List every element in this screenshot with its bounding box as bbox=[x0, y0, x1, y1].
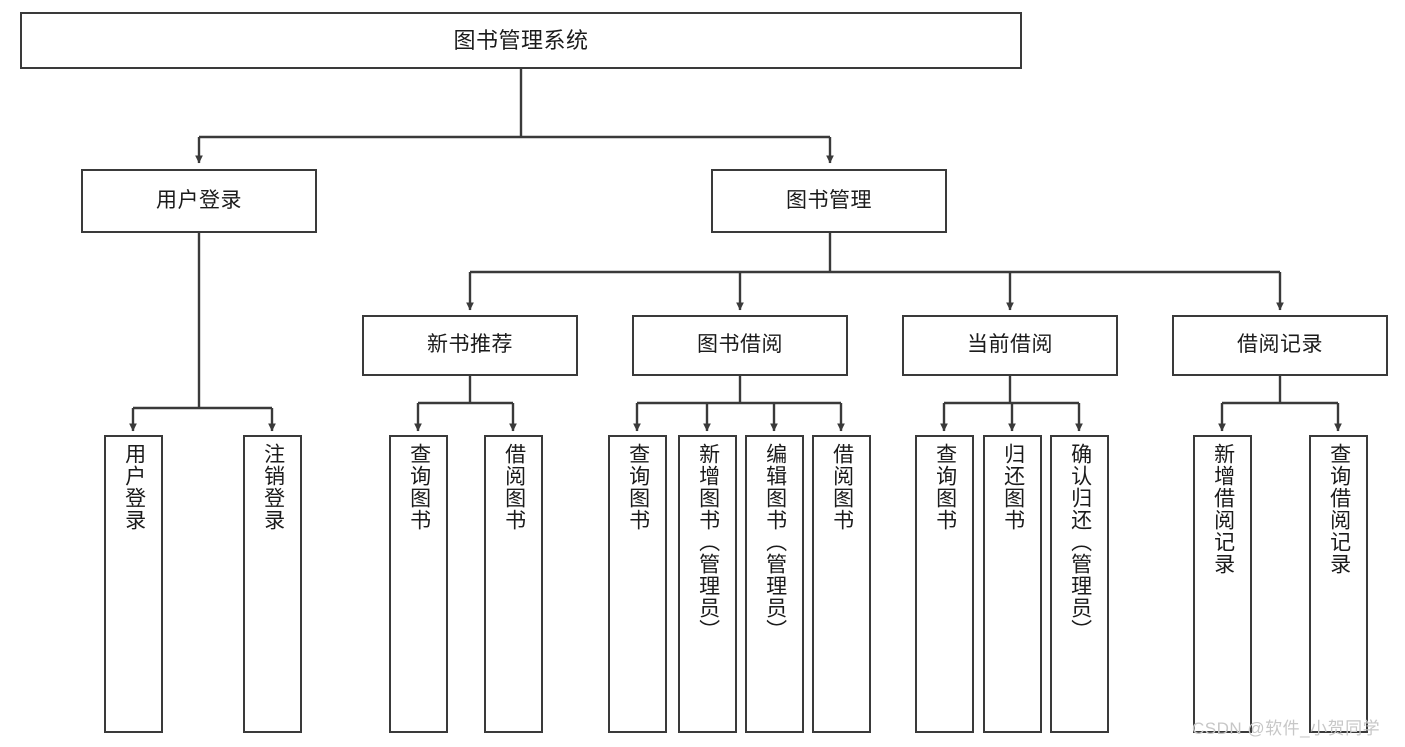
leaf-edit-book-admin[interactable]: 编辑图书（管理员） bbox=[745, 435, 804, 733]
leaf-return-book[interactable]: 归还图书 bbox=[983, 435, 1042, 733]
node-label: 查询图书 bbox=[407, 443, 431, 531]
leaf-add-borrow-record[interactable]: 新增借阅记录 bbox=[1193, 435, 1252, 733]
node-label: 借阅图书 bbox=[830, 443, 854, 531]
node-label: 借阅图书 bbox=[502, 443, 526, 531]
node-label: 注销登录 bbox=[261, 443, 285, 531]
node-user-login[interactable]: 用户登录 bbox=[81, 169, 317, 233]
leaf-confirm-return-admin[interactable]: 确认归还（管理员） bbox=[1050, 435, 1109, 733]
csdn-watermark: CSDN @软件_小贺同学 bbox=[1192, 719, 1381, 738]
node-label: 确认归还（管理员） bbox=[1068, 443, 1092, 641]
node-root-library-system[interactable]: 图书管理系统 bbox=[20, 12, 1022, 69]
leaf-logout[interactable]: 注销登录 bbox=[243, 435, 302, 733]
node-label: 新增借阅记录 bbox=[1211, 443, 1235, 575]
node-book-borrow[interactable]: 图书借阅 bbox=[632, 315, 848, 376]
node-label: 图书借阅 bbox=[697, 333, 783, 357]
node-new-book-recommend[interactable]: 新书推荐 bbox=[362, 315, 578, 376]
leaf-query-book-current[interactable]: 查询图书 bbox=[915, 435, 974, 733]
leaf-borrow-book[interactable]: 借阅图书 bbox=[812, 435, 871, 733]
node-label: 新增图书（管理员） bbox=[696, 443, 720, 641]
node-current-borrow[interactable]: 当前借阅 bbox=[902, 315, 1118, 376]
node-label: 图书管理系统 bbox=[453, 27, 589, 53]
leaf-query-book-recommend[interactable]: 查询图书 bbox=[389, 435, 448, 733]
node-label: 新书推荐 bbox=[427, 333, 513, 357]
node-label: 用户登录 bbox=[156, 188, 242, 212]
node-label: 查询借阅记录 bbox=[1327, 443, 1351, 575]
node-label: 当前借阅 bbox=[967, 333, 1053, 357]
leaf-borrow-book-recommend[interactable]: 借阅图书 bbox=[484, 435, 543, 733]
node-book-management[interactable]: 图书管理 bbox=[711, 169, 947, 233]
node-label: 借阅记录 bbox=[1237, 333, 1323, 357]
node-label: 编辑图书（管理员） bbox=[763, 443, 787, 641]
node-label: 图书管理 bbox=[786, 188, 872, 212]
node-label: 用户登录 bbox=[122, 443, 146, 531]
leaf-user-login[interactable]: 用户登录 bbox=[104, 435, 163, 733]
node-label: 归还图书 bbox=[1001, 443, 1025, 531]
node-borrow-record[interactable]: 借阅记录 bbox=[1172, 315, 1388, 376]
leaf-add-book-admin[interactable]: 新增图书（管理员） bbox=[678, 435, 737, 733]
node-label: 查询图书 bbox=[933, 443, 957, 531]
node-label: 查询图书 bbox=[626, 443, 650, 531]
leaf-query-book-borrow[interactable]: 查询图书 bbox=[608, 435, 667, 733]
leaf-query-borrow-record[interactable]: 查询借阅记录 bbox=[1309, 435, 1368, 733]
